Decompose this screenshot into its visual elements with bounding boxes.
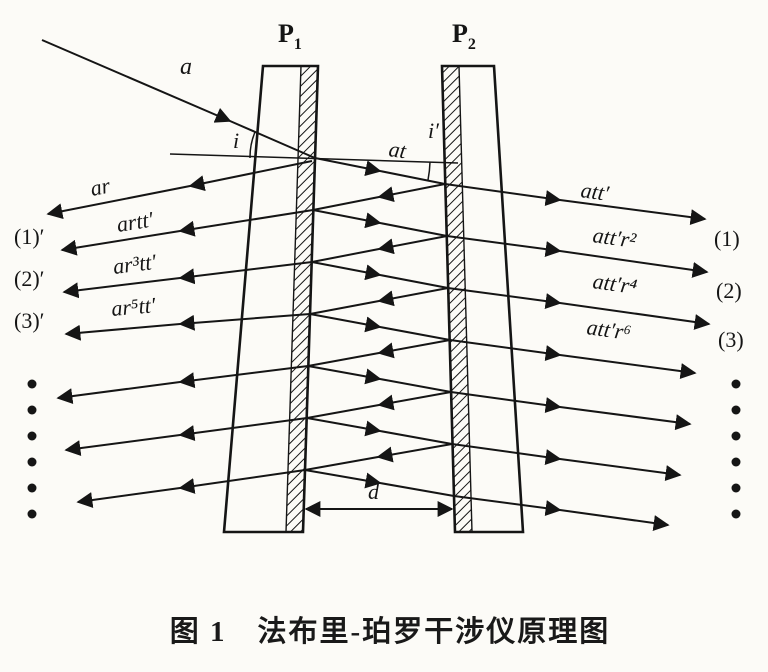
incident-ray [41, 39, 316, 159]
angle-i-arc [249, 131, 256, 159]
zigzag-segment [309, 287, 449, 315]
transmitted-ray [446, 235, 709, 278]
dot [731, 483, 741, 493]
transmitted-ray [444, 183, 707, 226]
transmitted-ray [453, 495, 670, 531]
reflected-ray-label-4: ar⁵tt′ [110, 292, 157, 321]
dot [27, 379, 37, 389]
zigzag-segment [306, 391, 452, 419]
zigzag-segment [312, 209, 448, 237]
plate-p2-coated-surface [441, 65, 473, 533]
zigzag-segment [304, 443, 453, 471]
zigzag-segment [311, 235, 448, 263]
at-ray-label: at [387, 136, 408, 163]
plate-p1 [222, 64, 320, 534]
gap-d-label: d [368, 479, 380, 504]
order-label-right-3: (3) [718, 327, 744, 352]
dot [731, 509, 741, 519]
reflected-rays-left [46, 160, 314, 508]
transmitted-ray [449, 339, 697, 380]
zigzag-segment [311, 261, 449, 289]
zigzag-segment [306, 417, 453, 445]
zigzag-segment [312, 183, 446, 211]
transmitted-ray [450, 391, 692, 431]
plate-p1-label: P1 [278, 19, 302, 53]
reflected-ray-label-1: ar [88, 173, 112, 201]
reflected-ray [56, 365, 309, 405]
dot [27, 405, 37, 415]
left-ellipsis-dots [27, 379, 37, 519]
dot [731, 431, 741, 441]
transmitted-ray-label-3: att′r⁴ [591, 268, 639, 299]
transmitted-ray-label-1: att′ [579, 177, 611, 206]
plate-p2 [440, 64, 525, 534]
angle-i-prime-arc [427, 161, 431, 181]
angle-i-label: i [233, 128, 239, 153]
reflected-ray [60, 209, 314, 256]
transmitted-ray-label-2: att′r² [591, 222, 638, 253]
zigzag-segment [314, 157, 446, 185]
order-label-left-2: (2)′ [14, 266, 44, 291]
plate-p2-label: P2 [452, 19, 476, 53]
angle-i-prime-label: i′ [428, 118, 440, 143]
plate-p1-label-sub: 1 [294, 36, 302, 53]
plate-p2-label-sub: 2 [468, 36, 476, 53]
reflected-ray [62, 261, 313, 299]
transmitted-ray [447, 287, 711, 330]
dot [27, 457, 37, 467]
order-label-left-1: (1)′ [14, 224, 44, 249]
internal-zigzag-rays [304, 157, 455, 497]
right-ellipsis-dots [731, 379, 741, 519]
order-label-left-3: (3)′ [14, 308, 44, 333]
order-label-right-1: (1) [714, 226, 740, 251]
transmitted-ray-label-4: att′r⁶ [585, 314, 632, 345]
zigzag-segment [307, 365, 452, 393]
zigzag-segment [307, 339, 451, 367]
plate-p2-label-base: P [452, 19, 468, 48]
transmitted-ray [451, 443, 682, 482]
plate-p1-coated-surface [285, 65, 319, 533]
reflected-ray-label-3: ar³tt′ [112, 249, 159, 279]
incident-ray-label: a [180, 54, 192, 80]
transmitted-rays-right [444, 183, 711, 531]
plate-p1-label-base: P [278, 19, 294, 48]
dot [731, 405, 741, 415]
dot [731, 457, 741, 467]
dot [27, 483, 37, 493]
reflected-ray [76, 469, 306, 508]
zigzag-segment [309, 313, 451, 341]
zigzag-segment [304, 469, 455, 497]
dot [27, 431, 37, 441]
order-label-right-2: (2) [716, 278, 742, 303]
figure-caption: 图 1 法布里-珀罗干涉仪原理图 [170, 615, 610, 648]
reflected-ray [46, 160, 313, 220]
dot [731, 379, 741, 389]
reflected-ray [64, 313, 311, 341]
reflected-ray-label-2: artt′ [115, 206, 156, 237]
dot [27, 509, 37, 519]
reflected-ray [64, 417, 308, 457]
